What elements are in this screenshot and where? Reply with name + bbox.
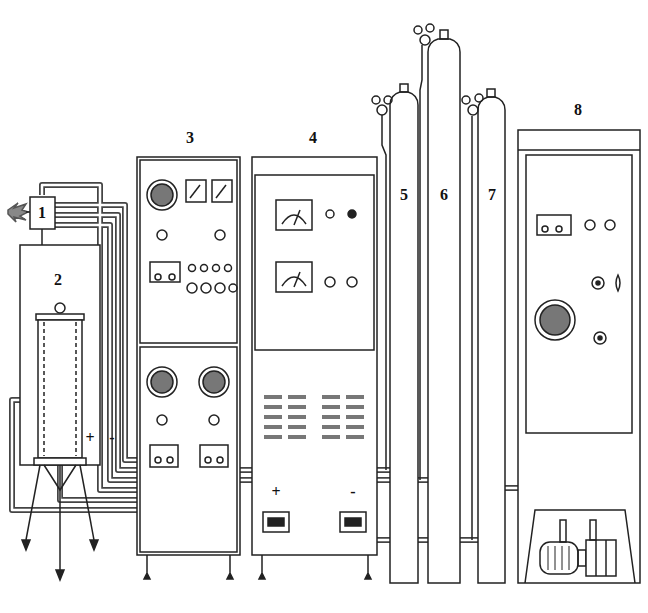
callout-number: 8: [574, 102, 582, 118]
polarity-sign: +: [271, 484, 280, 500]
pump-cabinet: [518, 130, 640, 583]
polarity-sign: -: [109, 430, 114, 446]
callout-number: 3: [186, 130, 194, 146]
burner-unit: [8, 197, 55, 245]
callout-number: 5: [400, 187, 408, 203]
gas-cylinders: [372, 24, 505, 583]
reactor-column: [20, 245, 100, 580]
callout-number: 4: [309, 130, 317, 146]
control-cabinet: [137, 157, 240, 579]
callout-number: 2: [54, 272, 62, 288]
power-supply-cabinet: [252, 157, 377, 579]
polarity-sign: +: [85, 430, 94, 446]
callout-number: 6: [440, 187, 448, 203]
callout-number: 7: [488, 187, 496, 203]
callout-number: 1: [38, 205, 46, 221]
polarity-sign: -: [350, 484, 355, 500]
